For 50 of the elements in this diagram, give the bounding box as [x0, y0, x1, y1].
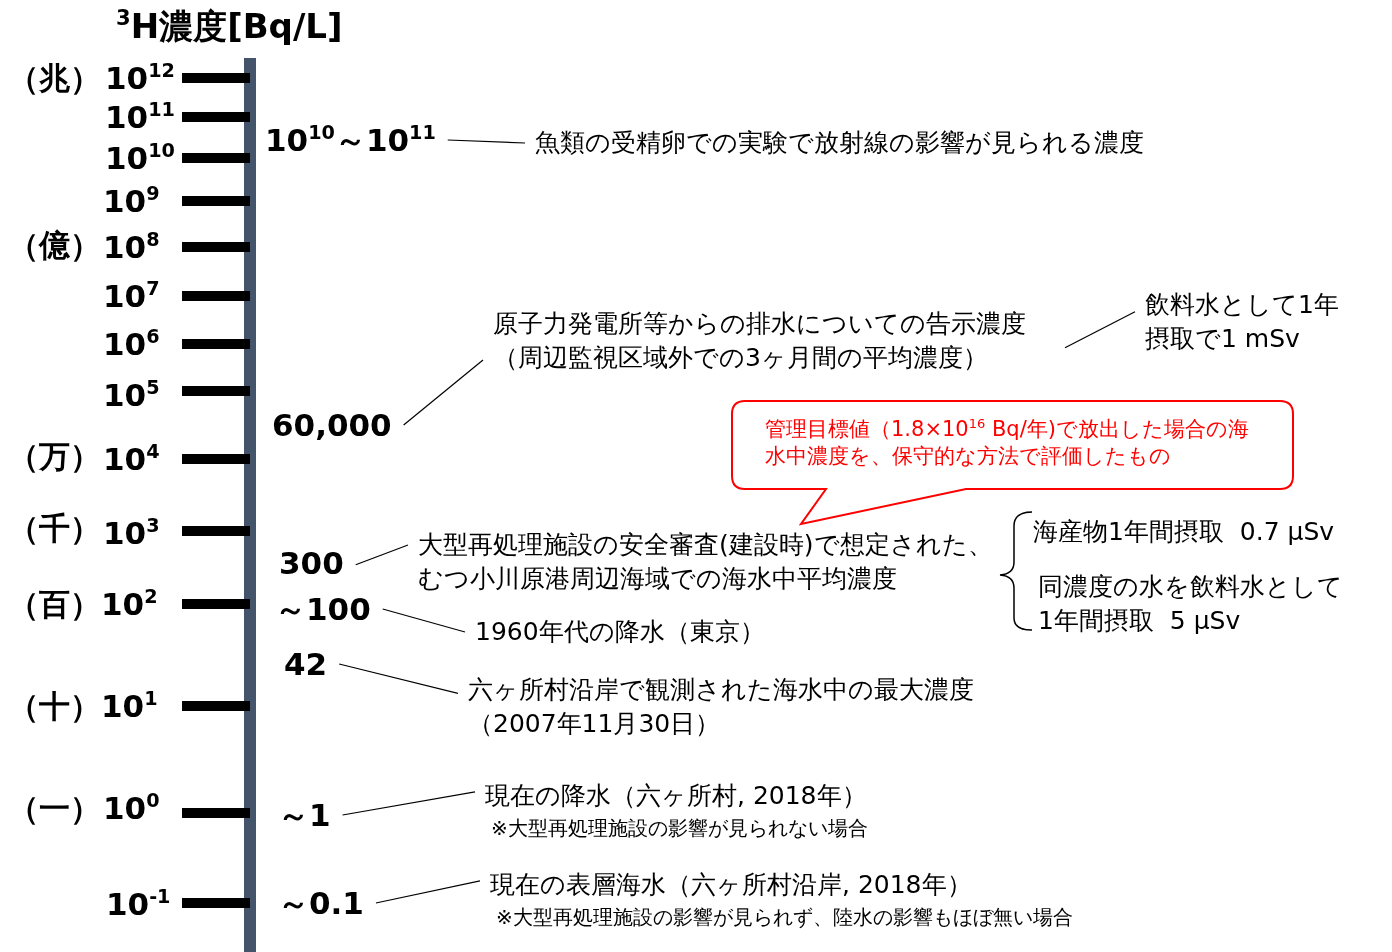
footnote-text: ※大型再処理施設の影響が見られない場合 — [491, 815, 868, 842]
unit-label: （一） — [8, 790, 101, 826]
footnote-text: ※大型再処理施設の影響が見られず、陸水の影響もほぼ無い場合 — [496, 904, 1073, 931]
leader-line — [403, 359, 484, 426]
leader-line — [355, 544, 409, 566]
description-text: 六ヶ所村沿岸で観測された海水中の最大濃度（2007年11月30日） — [468, 673, 1008, 741]
value-label: 10$^{10}$～10$^{11}$ — [265, 122, 436, 158]
description-text: 海産物1年間摂取 0.7 μSv — [1033, 515, 1335, 549]
unit-label: （兆） — [8, 60, 101, 96]
tick-label: 10$^{6}$ — [103, 326, 160, 362]
tick-label: 10$^{12}$ — [105, 60, 175, 96]
tick-label: 10$^{9}$ — [103, 183, 160, 219]
tick-label: 10$^{-1}$ — [106, 886, 171, 922]
value-label: 300 — [279, 545, 344, 581]
description-text: 飲料水として1年摂取で1 mSv — [1145, 288, 1350, 356]
tick-label: 10$^{7}$ — [103, 278, 160, 314]
unit-label: （百） — [8, 586, 101, 622]
description-text: 1960年代の降水（東京） — [475, 615, 765, 649]
callout-text: 管理目標値（1.8×10$^{16}$ Bq/年)で放出した場合の海水中濃度を、保守的な方法で評価したもの — [765, 416, 1250, 470]
tick-label: 10$^{2}$ — [101, 586, 158, 622]
unit-label: （億） — [8, 227, 101, 263]
tick-label: 10$^{8}$ — [103, 229, 160, 265]
tick-label: 10$^{1}$ — [101, 688, 158, 724]
value-label: ～1 — [278, 797, 331, 833]
leader-line — [338, 663, 459, 694]
unit-label: （万） — [8, 438, 101, 474]
tick-label: 10$^{10}$ — [105, 140, 175, 176]
tick-label: 10$^{3}$ — [103, 515, 160, 551]
leader-line — [382, 608, 466, 633]
leader-line — [1064, 311, 1136, 349]
unit-label: （十） — [8, 688, 101, 724]
value-label: 60,000 — [272, 407, 392, 443]
description-text: 原子力発電所等からの排水についての告示濃度（周辺監視区域外での3ヶ月間の平均濃度） — [493, 307, 1053, 375]
value-label: 42 — [284, 646, 328, 682]
value-label: ～100 — [275, 591, 371, 627]
tick-label: 10$^{4}$ — [103, 441, 160, 477]
unit-label: （千） — [8, 510, 101, 546]
description-text: 大型再処理施設の安全審査(建設時)で想定された、むつ小川原港周辺海域での海水中平均濃度 — [418, 528, 998, 596]
tick-label: 10$^{0}$ — [103, 790, 160, 826]
axis-title: $^{3}$H濃度[Bq/L] — [116, 4, 343, 48]
leader-line — [447, 139, 526, 144]
description-text: 同濃度の水を飲料水として1年間摂取 5 μSv — [1038, 570, 1358, 638]
leader-line — [341, 791, 476, 816]
description-text: 魚類の受精卵での実験で放射線の影響が見られる濃度 — [535, 126, 1144, 160]
description-text: 現在の表層海水（六ヶ所村沿岸, 2018年） — [490, 869, 973, 901]
description-text: 現在の降水（六ヶ所村, 2018年） — [485, 780, 868, 812]
leader-line — [375, 880, 481, 904]
value-label: ～0.1 — [278, 885, 364, 921]
tick-label: 10$^{11}$ — [105, 99, 175, 135]
tick-label: 10$^{5}$ — [103, 377, 160, 413]
